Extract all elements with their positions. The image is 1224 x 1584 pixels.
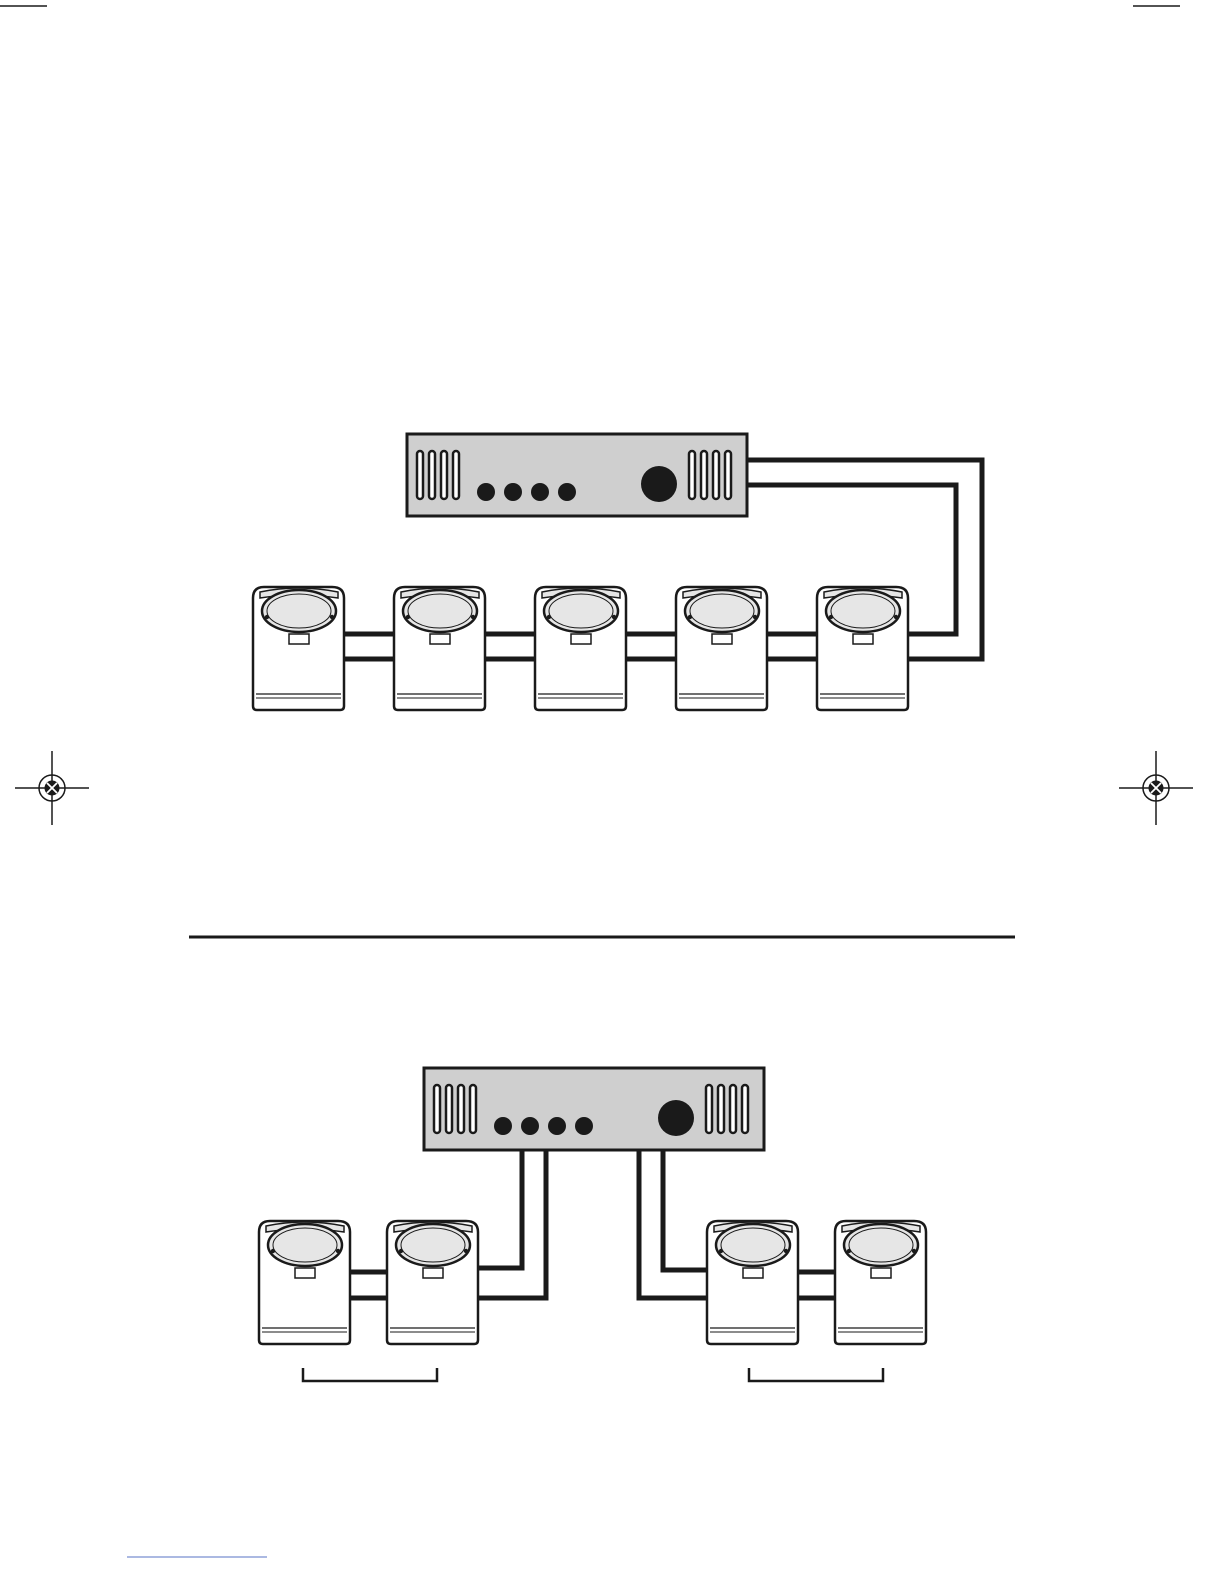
speaker-cabinet-icon (676, 587, 767, 710)
speaker-cabinet-icon (535, 587, 626, 710)
speaker-cabinet-icon (835, 1221, 926, 1344)
registration-target-icon (15, 751, 89, 825)
group-bracket (303, 1368, 437, 1381)
amplifier-icon (424, 1068, 764, 1150)
speaker-cabinet-icon (817, 587, 908, 710)
speaker-cabinet-icon (387, 1221, 478, 1344)
speaker-cabinet-icon (394, 587, 485, 710)
figure-series-wiring (253, 434, 982, 710)
figure-split-wiring (259, 1068, 926, 1381)
registration-target-icon (1119, 751, 1193, 825)
amplifier-icon (407, 434, 747, 516)
speaker-cabinet-icon (253, 587, 344, 710)
speaker-cabinet-icon (259, 1221, 350, 1344)
group-bracket (749, 1368, 883, 1381)
speaker-cabinet-icon (707, 1221, 798, 1344)
